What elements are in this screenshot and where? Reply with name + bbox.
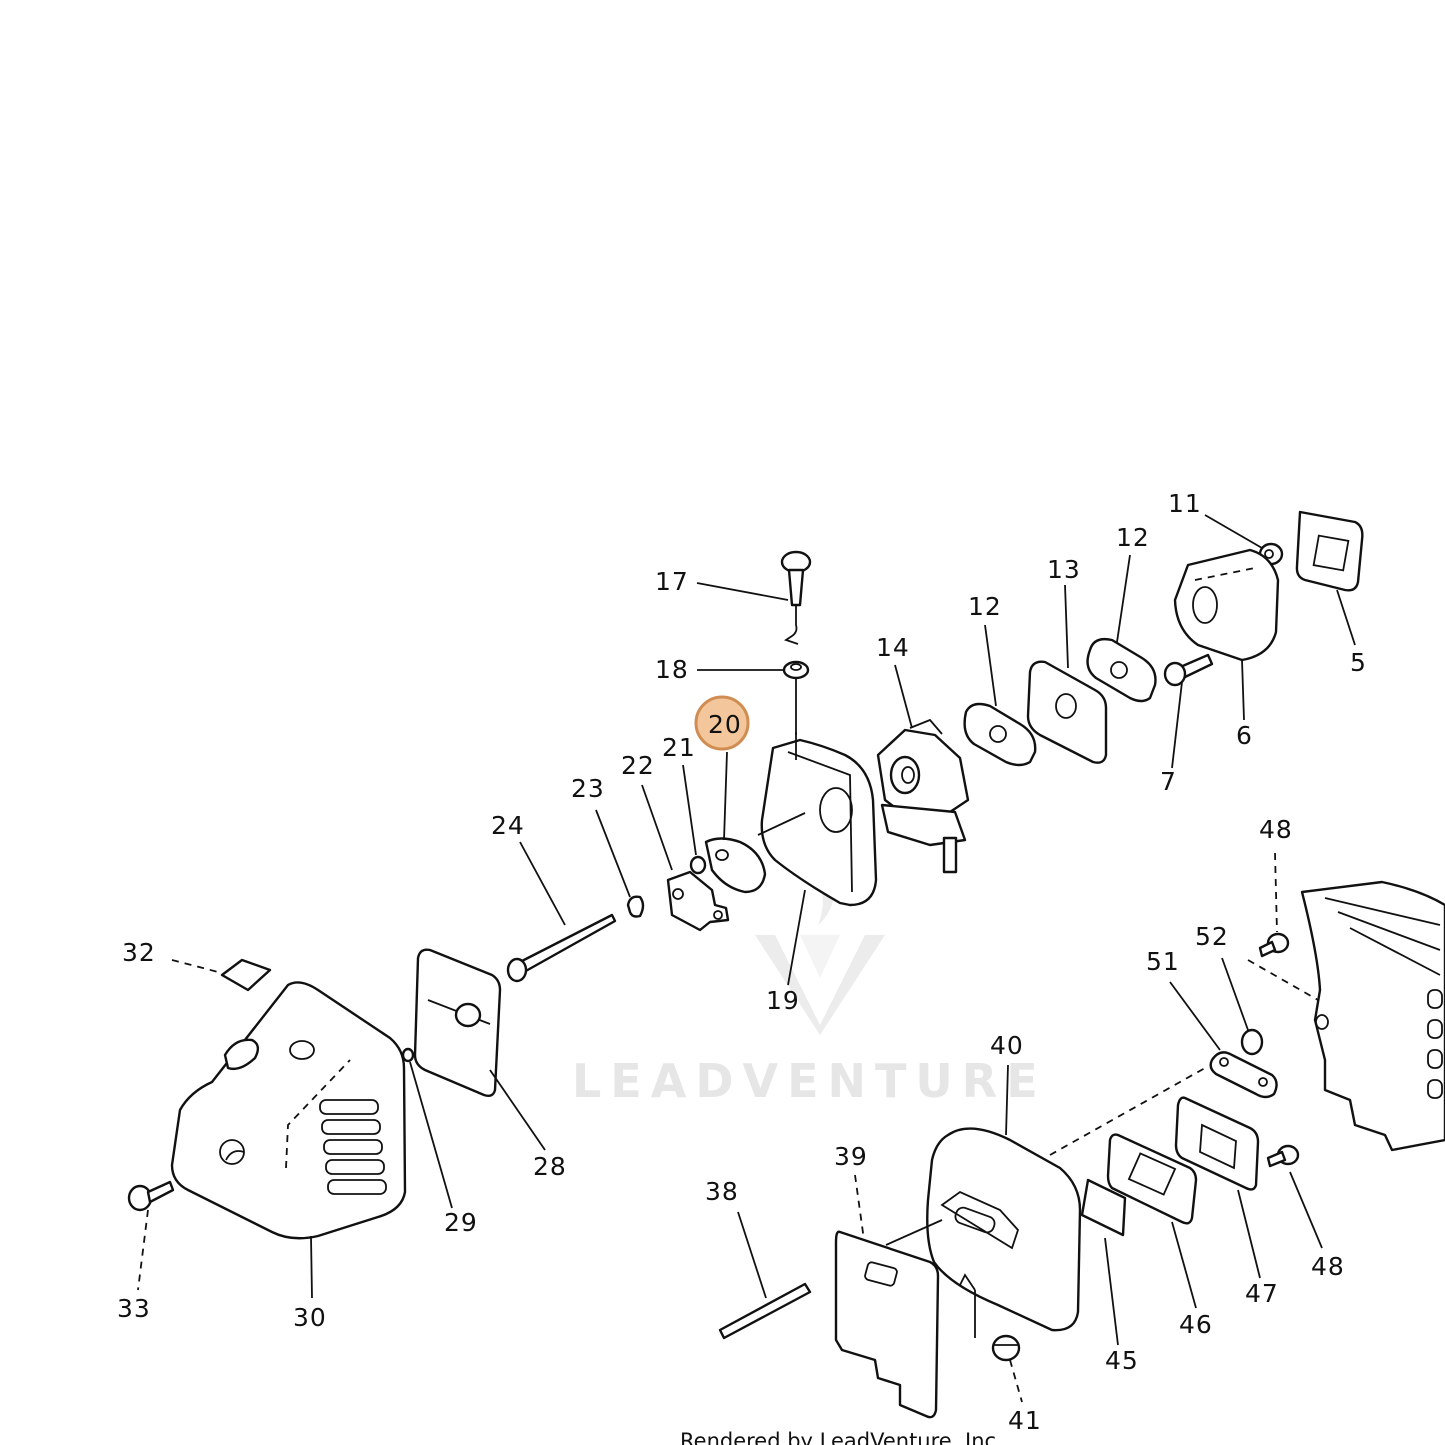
leader-lines	[137, 514, 1356, 1403]
callout-39[interactable]: 39	[834, 1142, 868, 1171]
callout-33[interactable]: 33	[117, 1294, 151, 1323]
callout-40[interactable]: 40	[990, 1031, 1024, 1060]
callout-48b[interactable]: 48	[1311, 1252, 1345, 1281]
part-29-o-ring[interactable]	[401, 1047, 415, 1063]
callout-5[interactable]: 5	[1350, 648, 1367, 677]
part-33-screw[interactable]	[127, 1180, 175, 1212]
watermark-text: LEADVENTURE	[572, 1054, 1047, 1108]
callout-24[interactable]: 24	[491, 811, 525, 840]
part-21-washer[interactable]	[689, 855, 707, 875]
part-12-gasket-lower[interactable]	[963, 702, 1037, 767]
callout-11[interactable]: 11	[1168, 489, 1202, 518]
part-19-air-cleaner-case[interactable]	[760, 732, 878, 907]
part-13-plate[interactable]	[1026, 660, 1108, 764]
callout-14[interactable]: 14	[876, 633, 910, 662]
callout-28[interactable]: 28	[533, 1152, 567, 1181]
part-46-gasket[interactable]	[1106, 1133, 1198, 1225]
part-18-grommet[interactable]	[782, 660, 810, 680]
callout-46[interactable]: 46	[1179, 1310, 1213, 1339]
footer-credit: Rendered by LeadVenture, Inc.	[680, 1429, 1003, 1445]
callout-51[interactable]: 51	[1146, 947, 1180, 976]
callout-20-highlighted[interactable]: 20	[694, 695, 750, 751]
callout-41[interactable]: 41	[1008, 1406, 1042, 1435]
callout-17[interactable]: 17	[655, 567, 689, 596]
part-24-long-bolt[interactable]	[506, 913, 617, 983]
part-40-muffler[interactable]	[926, 1127, 1082, 1332]
part-22-bracket[interactable]	[666, 870, 730, 932]
part-38-stud[interactable]	[718, 1282, 812, 1340]
callout-labels: 5 6 7 11 12 12 13 14 17 18 19 21 22 23 2…	[117, 489, 1367, 1435]
callout-7[interactable]: 7	[1160, 767, 1177, 796]
part-51-plate[interactable]	[1209, 1051, 1278, 1099]
callout-23[interactable]: 23	[571, 774, 605, 803]
part-41-screw[interactable]	[991, 1334, 1021, 1362]
callout-45[interactable]: 45	[1105, 1346, 1139, 1375]
part-17-choke-knob[interactable]	[780, 550, 812, 645]
part-23-ring[interactable]	[626, 895, 645, 918]
part-14-carburetor[interactable]	[876, 718, 970, 874]
part-48-screw-upper[interactable]	[1258, 932, 1290, 958]
callout-47[interactable]: 47	[1245, 1279, 1279, 1308]
callout-32[interactable]: 32	[122, 938, 156, 967]
part-30-air-cleaner-cover[interactable]	[170, 981, 407, 1240]
callout-13[interactable]: 13	[1047, 555, 1081, 584]
callout-38[interactable]: 38	[705, 1177, 739, 1206]
part-47-gasket[interactable]	[1174, 1096, 1260, 1191]
part-52-collar[interactable]	[1240, 1028, 1264, 1056]
cylinder-cover	[1300, 880, 1445, 1152]
callout-30[interactable]: 30	[293, 1303, 327, 1332]
callout-21[interactable]: 21	[662, 733, 696, 762]
part-6-insulator[interactable]	[1173, 548, 1280, 662]
callout-29[interactable]: 29	[444, 1208, 478, 1237]
callout-label: 20	[708, 710, 742, 739]
part-12-gasket-upper[interactable]	[1086, 637, 1157, 703]
part-32-label[interactable]	[220, 958, 272, 992]
callout-52[interactable]: 52	[1195, 922, 1229, 951]
callout-12b[interactable]: 12	[968, 592, 1002, 621]
part-39-heat-shield[interactable]	[834, 1230, 940, 1419]
callout-19[interactable]: 19	[766, 986, 800, 1015]
part-48-screw-lower[interactable]	[1266, 1144, 1300, 1168]
part-5-gasket[interactable]	[1295, 510, 1364, 592]
callout-48a[interactable]: 48	[1259, 815, 1293, 844]
part-7-bolt[interactable]	[1163, 653, 1214, 687]
callout-12a[interactable]: 12	[1116, 523, 1150, 552]
part-45-gasket[interactable]	[1080, 1178, 1127, 1237]
part-28-air-filter[interactable]	[413, 948, 502, 1098]
callout-22[interactable]: 22	[621, 751, 655, 780]
callout-6[interactable]: 6	[1236, 721, 1253, 750]
callout-18[interactable]: 18	[655, 655, 689, 684]
part-20-gasket[interactable]	[704, 837, 767, 894]
